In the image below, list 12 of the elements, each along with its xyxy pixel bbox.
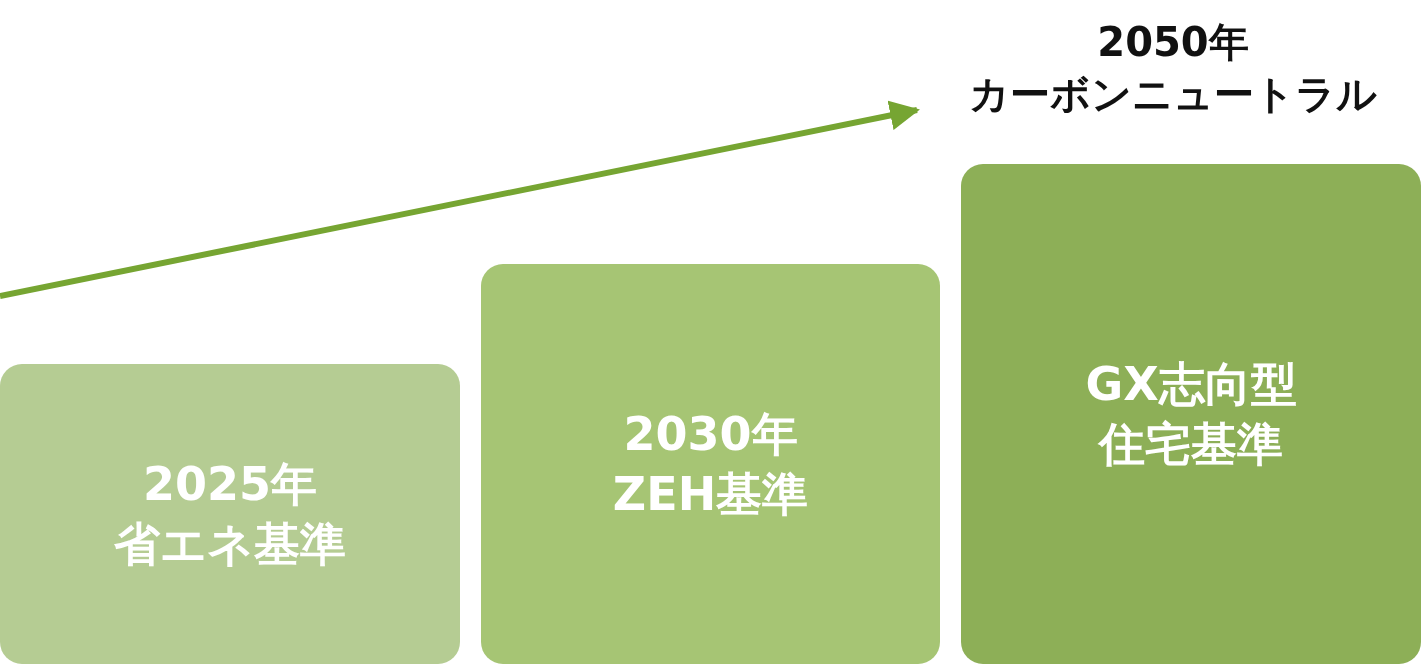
step-box: [481, 264, 940, 664]
step-text: 2025年: [143, 456, 317, 513]
step-text: GX志向型: [1085, 356, 1297, 413]
arrow: [0, 100, 920, 299]
step-text: 省エネ基準: [114, 516, 346, 573]
goal-text: カーボンニュートラル: [969, 70, 1377, 119]
step-box: [961, 164, 1421, 664]
goal-text: 2050年: [1097, 18, 1249, 67]
step-box: [0, 364, 460, 664]
step-text: ZEH基準: [612, 466, 809, 523]
step-text: 2030年: [623, 406, 798, 463]
step-text: 住宅基準: [1099, 416, 1283, 473]
